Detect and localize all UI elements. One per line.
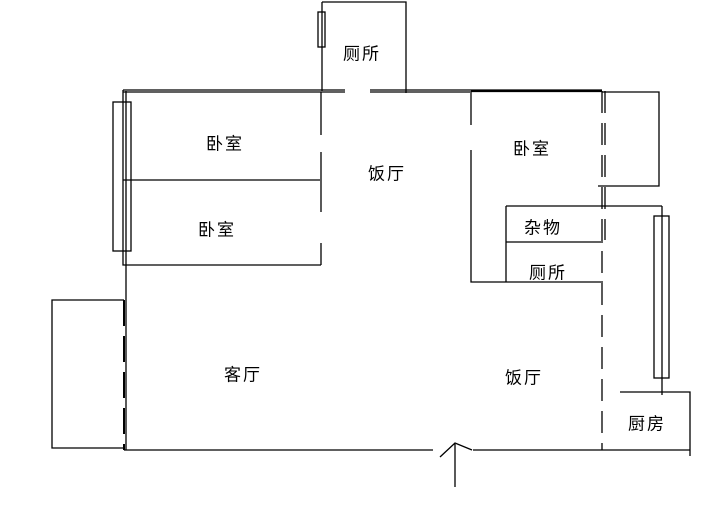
right-bedroom-walls: [470, 91, 603, 283]
balcony: [598, 91, 660, 187]
left-window: [112, 101, 132, 252]
room-label-dining: 饭厅: [505, 368, 543, 389]
living-room-bay: [51, 299, 124, 449]
kitchen-walls: [620, 391, 691, 456]
left-bedrooms-walls: [122, 90, 321, 450]
room-label-bedroom: 卧室: [198, 220, 236, 241]
right-dashed-wall: [601, 91, 606, 450]
room-label-dining: 饭厅: [368, 164, 406, 185]
room-label-bedroom: 卧室: [206, 134, 244, 155]
top-wall: [123, 89, 602, 93]
room-label-bedroom: 卧室: [513, 139, 551, 160]
entrance-arrow-icon: [439, 442, 473, 487]
top-toilet-window: [317, 11, 326, 48]
room-label-living-room: 客厅: [224, 365, 262, 386]
room-label-storage: 杂物: [524, 218, 562, 239]
room-label-toilet: 厕所: [529, 263, 567, 284]
room-label-toilet: 厕所: [343, 44, 381, 65]
room-label-kitchen: 厨房: [628, 414, 666, 435]
storage-toilet-walls: [505, 205, 662, 282]
